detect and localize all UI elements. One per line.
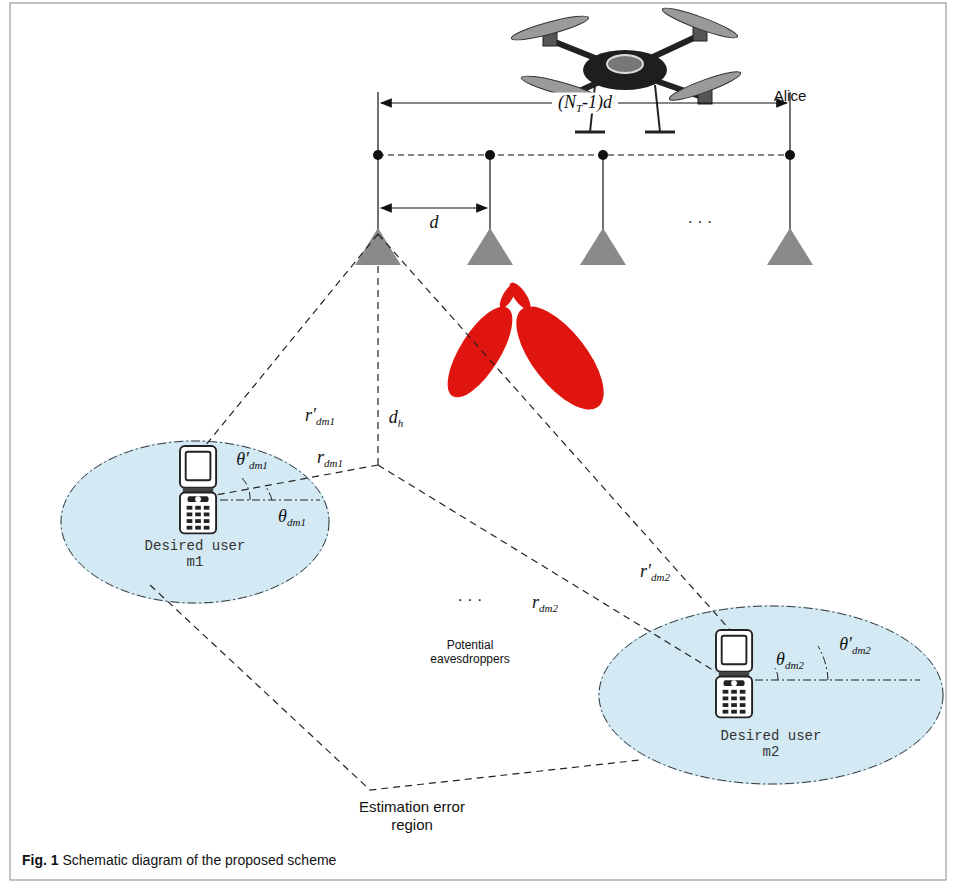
text-part: θ′ — [839, 634, 852, 654]
text-part: dm1 — [316, 415, 335, 427]
text-part: r — [317, 447, 324, 467]
height-label: dh — [389, 408, 404, 429]
text-part: r′ — [305, 405, 316, 425]
text-part: dm2 — [852, 644, 871, 656]
distance-label: r′dm1 — [305, 406, 335, 427]
error-region-ellipse: Desired user m2 — [598, 605, 944, 785]
ellipsis: · · · — [688, 212, 713, 231]
text-part: dm1 — [287, 516, 306, 528]
angle-label: θ′dm2 — [839, 635, 871, 656]
eavesdropper-note: Potential eavesdroppers — [420, 638, 520, 667]
text-part: -1)d — [582, 92, 612, 112]
array-length: (NT-1)d — [552, 93, 618, 114]
caption-text: Schematic diagram of the proposed scheme — [59, 852, 337, 868]
distance-label: rdm1 — [317, 448, 343, 469]
region-note: Estimation error region — [352, 798, 472, 834]
user-name: Desired user m1 — [135, 538, 255, 570]
caption-number: Fig. 1 — [22, 852, 59, 868]
text-part: (N — [558, 92, 576, 112]
text-part: r′ — [640, 561, 651, 581]
angle-label: θdm1 — [278, 507, 306, 528]
angle-label: θdm2 — [776, 650, 804, 671]
text-part: dm2 — [539, 602, 558, 614]
text-part: θ — [278, 506, 287, 526]
figure-caption: Fig. 1 Schematic diagram of the proposed… — [22, 852, 336, 868]
text-part: dm2 — [785, 659, 804, 671]
distance-label: r′dm2 — [640, 562, 670, 583]
text-part: d — [389, 407, 398, 427]
text-part: T — [576, 102, 582, 114]
ellipse-outline — [60, 440, 330, 604]
text-part: dm1 — [249, 459, 268, 471]
drone-name: Alice — [774, 87, 807, 105]
text-part: θ — [776, 649, 785, 669]
text-part: θ′ — [236, 449, 249, 469]
user-name: Desired user m2 — [711, 728, 831, 760]
ellipsis: · · · — [458, 590, 483, 609]
text-part: h — [398, 417, 404, 429]
error-region-ellipse: Desired user m1 — [60, 440, 330, 604]
text-part: dm1 — [324, 457, 343, 469]
element-spacing: d — [430, 213, 439, 231]
distance-label: rdm2 — [532, 593, 558, 614]
text-part: r — [532, 592, 539, 612]
text-part: dm2 — [651, 571, 670, 583]
